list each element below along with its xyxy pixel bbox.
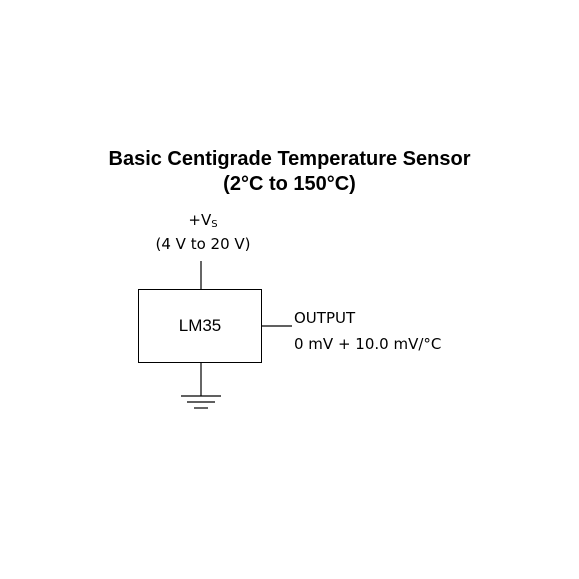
diagram-title: Basic Centigrade Temperature Sensor: [108, 148, 471, 170]
diagram-subtitle-range: (2°C to 150°C): [223, 173, 356, 195]
lm35-chip-box: [138, 289, 262, 363]
supply-voltage-symbol: +V: [188, 211, 212, 229]
supply-voltage-subscript: S: [211, 219, 218, 230]
supply-voltage-label: +VS: [150, 211, 256, 230]
output-label: OUTPUT: [294, 309, 356, 327]
supply-voltage-range: (4 V to 20 V): [155, 235, 251, 253]
ground-symbol-icon: [181, 395, 221, 409]
chip-name: LM35: [178, 316, 222, 335]
output-formula: 0 mV + 10.0 mV/°C: [294, 335, 442, 353]
